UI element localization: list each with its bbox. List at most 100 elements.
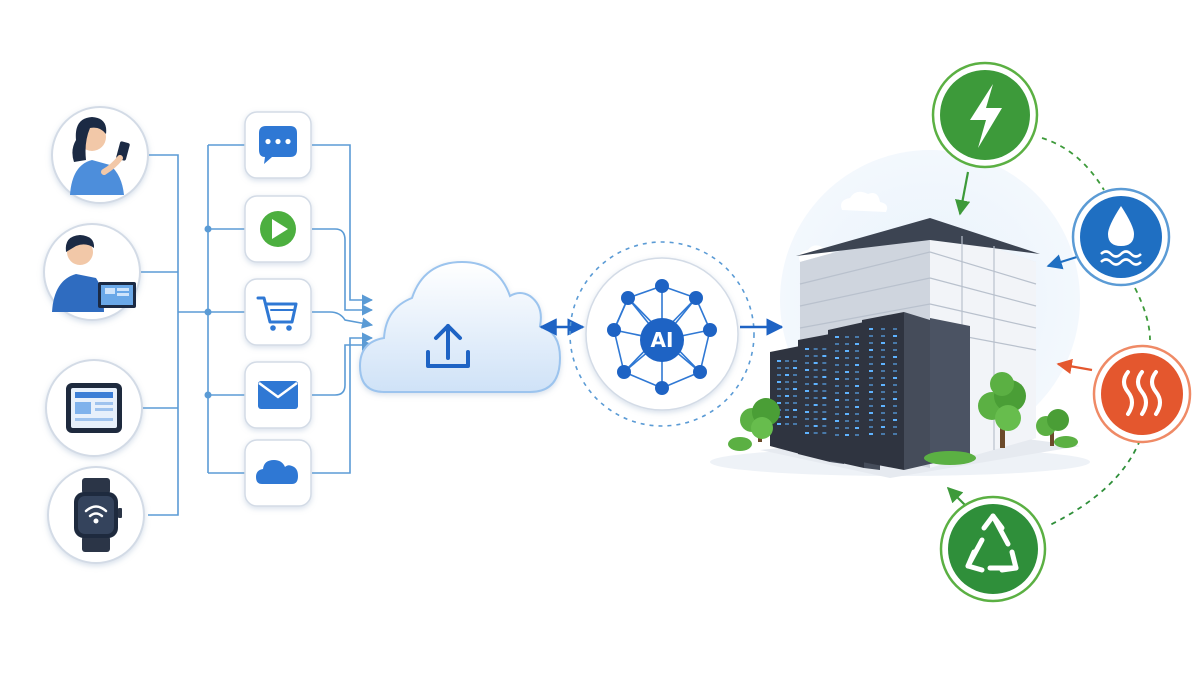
server-led <box>777 367 781 369</box>
server-led <box>845 343 849 345</box>
server-led <box>835 406 839 408</box>
server-led <box>855 350 859 352</box>
water-drop-icon <box>1100 206 1142 266</box>
server-led <box>869 335 873 337</box>
server-led <box>893 405 897 407</box>
upload-cloud <box>358 260 562 393</box>
server-led <box>881 356 885 358</box>
server-led <box>835 399 839 401</box>
server-led <box>855 392 859 394</box>
server-led <box>835 385 839 387</box>
server-led <box>822 383 827 385</box>
server-led <box>805 404 809 406</box>
server-led <box>822 362 827 364</box>
device-person-phone <box>51 106 149 204</box>
device-connectors <box>140 144 245 516</box>
server-led <box>869 405 873 407</box>
server-led <box>855 406 859 408</box>
server-led <box>845 336 849 338</box>
server-led <box>855 434 859 436</box>
server-led <box>845 371 849 373</box>
network-nodes <box>607 279 717 395</box>
server-led <box>845 350 849 352</box>
ai-hub-label: AI <box>651 328 674 352</box>
server-led <box>805 383 809 385</box>
server-led <box>869 391 873 393</box>
server-led <box>881 335 885 337</box>
server-led <box>893 419 897 421</box>
server-led <box>881 370 885 372</box>
server-led <box>822 411 827 413</box>
service-cloud <box>244 439 312 507</box>
server-led <box>869 426 873 428</box>
server-led <box>881 377 885 379</box>
server-led <box>777 423 781 425</box>
server-led <box>835 364 839 366</box>
server-led <box>813 418 818 420</box>
server-led <box>785 423 789 425</box>
server-led <box>793 423 797 425</box>
play-video-icon <box>260 211 296 247</box>
server-led <box>893 342 897 344</box>
server-led <box>845 434 849 436</box>
server-led <box>855 385 859 387</box>
server-led <box>822 397 827 399</box>
server-led <box>835 434 839 436</box>
server-led <box>785 367 789 369</box>
server-led <box>835 378 839 380</box>
server-led <box>869 356 873 358</box>
server-led <box>822 376 827 378</box>
server-led <box>855 413 859 415</box>
server-led <box>855 427 859 429</box>
server-led <box>805 355 809 357</box>
server-led <box>881 363 885 365</box>
server-led <box>855 371 859 373</box>
energy-arrow <box>955 171 971 216</box>
server-led <box>893 349 897 351</box>
server-led <box>805 397 809 399</box>
mail-icon <box>258 381 298 409</box>
server-led <box>793 360 797 362</box>
service-video <box>244 195 312 263</box>
server-led <box>777 388 781 390</box>
server-led <box>835 420 839 422</box>
server-led <box>822 390 827 392</box>
server-led <box>805 369 809 371</box>
service-mail <box>244 361 312 429</box>
ai-core <box>640 318 684 362</box>
server-led <box>813 355 818 357</box>
server-led <box>893 377 897 379</box>
tablet-icon <box>66 383 122 433</box>
server-led <box>805 432 809 434</box>
server-led <box>855 336 859 338</box>
server-led <box>835 427 839 429</box>
server-led <box>881 419 885 421</box>
shrubs <box>728 436 1078 465</box>
server-led <box>855 378 859 380</box>
server-led <box>813 404 818 406</box>
server-led <box>835 413 839 415</box>
server-led <box>813 411 818 413</box>
server-led <box>881 412 885 414</box>
server-led <box>869 328 873 330</box>
tree <box>740 398 780 442</box>
device-bus-line <box>148 154 179 516</box>
server-led <box>881 426 885 428</box>
server-led <box>893 384 897 386</box>
server-led <box>785 381 789 383</box>
server-led <box>793 402 797 404</box>
server-led <box>869 384 873 386</box>
server-led <box>835 336 839 338</box>
server-led <box>813 390 818 392</box>
server-led <box>793 374 797 376</box>
server-led <box>785 409 789 411</box>
server-led <box>793 395 797 397</box>
server-led <box>822 369 827 371</box>
server-led <box>855 420 859 422</box>
server-led <box>893 335 897 337</box>
server-led <box>845 406 849 408</box>
server-led <box>822 425 827 427</box>
server-led <box>785 402 789 404</box>
server-led <box>813 432 818 434</box>
server-led <box>777 360 781 362</box>
